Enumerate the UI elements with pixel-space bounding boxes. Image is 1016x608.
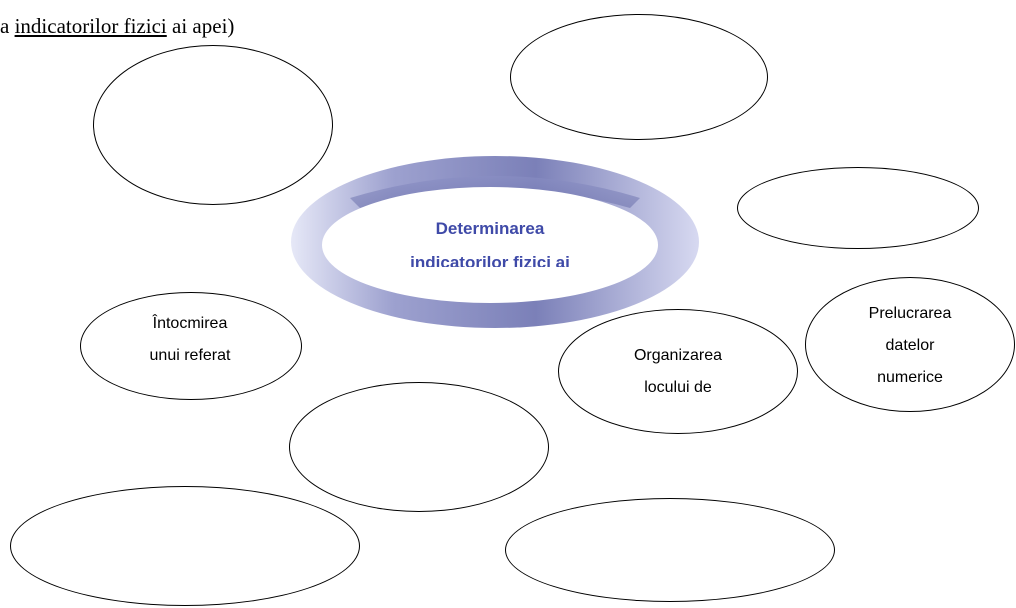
empty-bubble-top-right <box>510 14 768 140</box>
empty-bubble-bottom-left <box>10 486 360 606</box>
center-ring-shape <box>291 156 699 328</box>
center-label: Determinarea indicatorilor fizici ai <box>410 219 570 267</box>
empty-bubble-top-left <box>93 45 333 205</box>
bubble-prelucrarea-datelor-text: Prelucrarea datelor numerice <box>868 305 952 386</box>
page-heading: a indicatorilor fizici ai apei) <box>0 14 235 38</box>
bubble-organizarea-locului-text: Organizarea locului de <box>633 347 723 396</box>
bubble-intocmirea-referat <box>80 292 302 400</box>
bubble-prelucrarea-datelor <box>805 277 1015 412</box>
empty-bubble-bottom-right <box>505 498 835 602</box>
empty-bubble-middle <box>289 382 549 512</box>
empty-bubble-right <box>737 167 979 249</box>
bubble-organizarea-locului <box>558 309 798 434</box>
bubble-intocmirea-referat-text: Întocmirea unui referat <box>149 315 231 364</box>
